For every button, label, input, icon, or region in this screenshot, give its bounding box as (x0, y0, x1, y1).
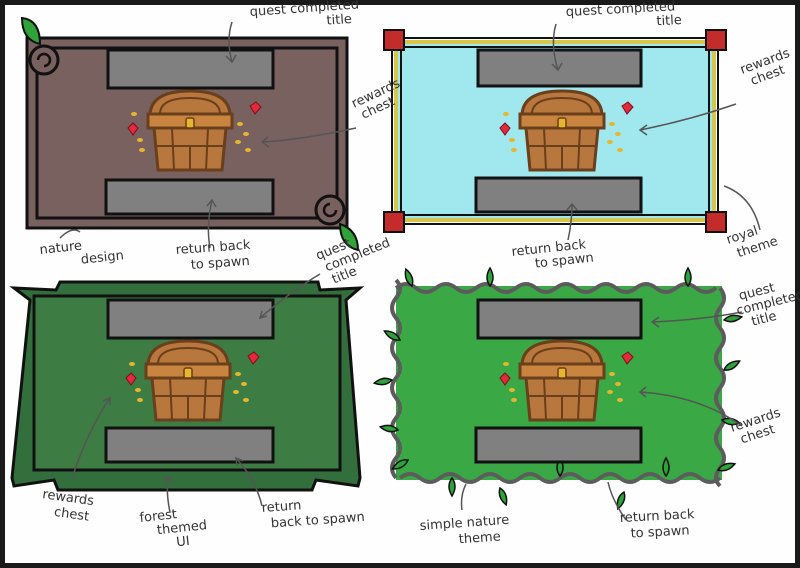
vine-border (390, 278, 726, 488)
forest-chest-label: rewardschest (39, 487, 95, 525)
annotation-arrows (59, 21, 761, 521)
forest-panel (9, 280, 365, 492)
royal-corner-gems (383, 29, 727, 233)
leaf-icon (20, 16, 360, 252)
quest-title-slot (106, 48, 275, 90)
return-spawn-button[interactable] (474, 426, 643, 464)
return-spawn-button[interactable] (104, 178, 275, 216)
simple-return-label: return backto spawn (619, 507, 696, 542)
quest-title-slot (106, 298, 275, 340)
royal-title-label: quest completedtitle (565, 0, 682, 34)
nature-return-label: return backto spawn (175, 238, 252, 274)
swirl-icon (28, 44, 346, 226)
simple-theme-label: simple naturetheme (419, 513, 511, 550)
forest-theme-label: forestthemedUI (139, 504, 209, 554)
royal-return-label: return backto spawn (511, 237, 595, 274)
simple-nature-panel (373, 267, 743, 511)
simple-chest-label: rewardschest (729, 405, 787, 449)
royal-panel (383, 29, 727, 233)
nature-panel (20, 16, 360, 252)
quest-title-slot (476, 298, 643, 340)
nature-title-label: quest completedtitle (249, 0, 360, 34)
return-spawn-button[interactable] (104, 426, 275, 464)
return-spawn-button[interactable] (474, 176, 643, 214)
forest-return-label: returnback to spawn (261, 494, 365, 532)
nature-theme-label: naturedesign (39, 234, 125, 272)
